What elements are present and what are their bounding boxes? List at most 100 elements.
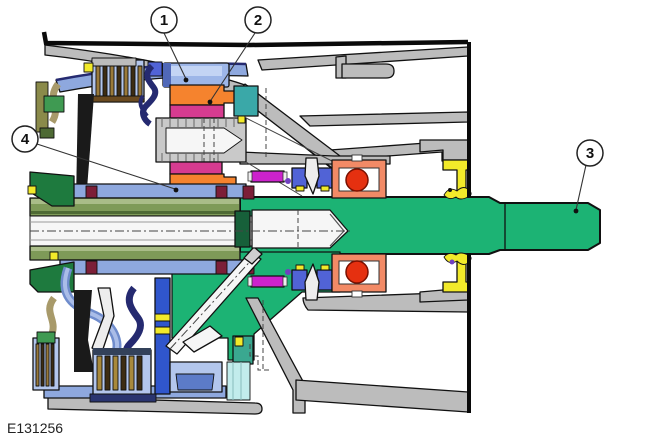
clutch-drum-highlight: [168, 66, 222, 76]
seal-maroon: [242, 185, 255, 200]
retainer-yellow: [320, 185, 330, 192]
magenta-end-cap: [282, 276, 288, 287]
shaft-end-cap-green: [234, 210, 251, 248]
snap-spring: [140, 63, 159, 127]
case-outline: [41, 31, 471, 413]
clutch-assembly-upper: [35, 57, 335, 207]
small-stack-cap-green: [36, 331, 56, 344]
callout-1: 1: [150, 6, 189, 83]
callout-2-circle: [244, 6, 272, 34]
retainer-yellow: [295, 264, 305, 271]
callout-4: 4: [11, 125, 179, 193]
callout-3: 3: [573, 139, 604, 214]
case-bracket-yellow: [442, 159, 470, 192]
funnel-edge: [245, 117, 335, 163]
sensor-teal: [233, 85, 259, 117]
purple-pin: [285, 178, 291, 184]
green-block: [43, 95, 65, 113]
gear-ring-magenta-lower: [169, 161, 223, 175]
clutch-plate: [112, 355, 119, 391]
callout-4-leader: [36, 143, 176, 190]
seal-maroon: [215, 260, 228, 275]
bearing-tab: [351, 290, 363, 298]
housing-rib-prong: [341, 63, 395, 79]
clutch-plate: [130, 65, 136, 97]
parking-rod-group: [165, 246, 272, 372]
pawl-white: [304, 157, 320, 195]
clutch-pack-base: [91, 95, 145, 103]
clutch-plate: [109, 65, 115, 97]
figure-code-label: E131256: [7, 420, 63, 436]
main-stack-top-band: [93, 348, 151, 355]
clutch-plate: [35, 343, 40, 387]
case-bracket-yellow: [442, 260, 470, 293]
retainer-yellow: [83, 62, 94, 73]
clutch-plate: [96, 355, 103, 391]
clutch-plate: [40, 343, 45, 387]
case-top-line: [41, 31, 469, 48]
guide-block-blue: [316, 167, 333, 189]
clutch-plate: [50, 343, 55, 387]
retainer-yellow: [237, 115, 246, 124]
clutch-plate: [45, 343, 50, 387]
cyan-column: [226, 361, 251, 401]
retainer-yellow: [295, 185, 305, 192]
gear-ring-magenta: [169, 104, 225, 119]
callout-3-circle: [576, 139, 604, 167]
seal-maroon: [85, 185, 98, 200]
shaft-olive-upper-dark: [31, 211, 239, 214]
callout-3-label: 3: [586, 145, 594, 162]
main-stack-base: [89, 393, 157, 403]
clutch-plate: [104, 355, 111, 391]
housing-lower-bar2: [295, 379, 469, 413]
housing-step-upper: [419, 139, 469, 161]
transmission-housing: [44, 44, 469, 415]
clutch-plate: [120, 355, 127, 391]
bearing-tab: [351, 154, 363, 162]
park-gear-magenta: [250, 170, 285, 183]
snap-ring-pin: [449, 259, 455, 265]
clutch-plate: [123, 65, 129, 97]
magenta-end-cap: [247, 276, 253, 287]
retainer-yellow: [320, 264, 330, 271]
clutch-plate: [95, 65, 101, 97]
callout-3-leader: [575, 164, 587, 211]
magenta-end-cap: [247, 171, 253, 182]
callout-4-label: 4: [21, 131, 30, 148]
input-shaft-tip: [251, 209, 349, 249]
pawl-white: [304, 263, 320, 301]
shaft-olive-lower-light: [31, 247, 239, 251]
callout-2-leader: [210, 32, 256, 101]
housing-rib-mid: [299, 111, 469, 127]
valve-tray: [175, 373, 215, 391]
parking-rod: [165, 251, 262, 355]
park-gear-magenta: [250, 275, 285, 288]
piston-black-band: [76, 94, 94, 202]
bearing-ball: [345, 260, 369, 284]
clutch-plate: [128, 355, 135, 391]
callout-2-label: 2: [254, 12, 262, 29]
hidden-step-dashed: [249, 344, 272, 371]
purple-pin: [285, 269, 291, 275]
callout-1-dot: [183, 77, 189, 83]
callout-4-circle: [11, 125, 39, 153]
clutch-plate: [136, 355, 143, 391]
piston-black-band-lower: [74, 290, 94, 372]
shaft-bands: [27, 171, 255, 293]
rod-clevis: [243, 246, 263, 265]
callout-1-circle: [150, 6, 178, 34]
retainer-yellow: [234, 336, 244, 347]
snap-spring-small: [138, 94, 149, 118]
clutch-plate: [102, 65, 108, 97]
clutch-assembly-lower: [32, 266, 254, 403]
snap-ring-pin: [448, 188, 452, 192]
bearing-ball: [345, 168, 369, 192]
housing-lower-diagonal: [245, 297, 306, 414]
bearing-row-lower: [247, 252, 472, 301]
clutch-plate: [116, 65, 122, 97]
callout-3-dot: [573, 208, 579, 214]
parking-pawl-cone: [182, 325, 223, 353]
guide-block-blue: [316, 269, 333, 291]
feed-bar-blue: [154, 277, 171, 395]
